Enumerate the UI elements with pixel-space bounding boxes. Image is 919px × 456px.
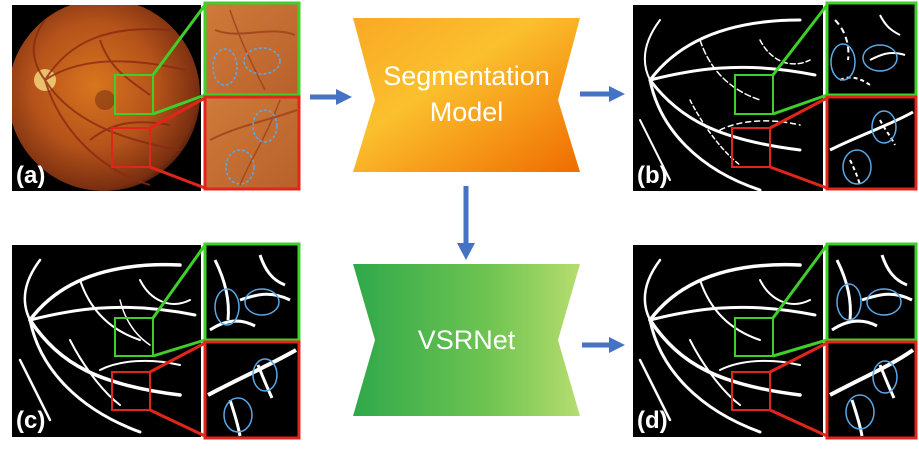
zoom-vessel-green-c (203, 242, 301, 342)
zoom-refined-red-d (825, 340, 918, 440)
vessel-map-c (12, 245, 201, 437)
panel-label-a: (a) (16, 162, 46, 189)
zoom-fundus-red (203, 95, 301, 191)
vsrnet-title: VSRNet (417, 325, 516, 355)
arrow-a-to-model (310, 89, 352, 105)
segmentation-model-block (353, 18, 580, 172)
segmentation-model-line1: Segmentation (383, 61, 550, 91)
roi-red-b (731, 127, 771, 168)
panel-label-c: (c) (16, 407, 46, 434)
zoom-seg-green-b (825, 1, 918, 97)
vsrnet-block (353, 264, 580, 416)
segmentation-output-b (633, 5, 823, 191)
panel-label-b: (b) (637, 162, 668, 189)
zoom-vessel-red-c (203, 340, 301, 440)
panel-label-d: (d) (637, 407, 668, 434)
roi-green-a (114, 74, 154, 115)
zoom-fundus-green (203, 1, 301, 97)
roi-red-c (111, 371, 151, 411)
fundus-image (12, 5, 201, 191)
roi-green-d (734, 317, 774, 357)
arrow-model-to-vsrnet (457, 186, 475, 260)
arrow-vsrnet-to-d (582, 337, 625, 353)
roi-green-b (734, 74, 774, 115)
zoom-refined-green-d (825, 242, 918, 342)
arrow-model-to-b (580, 86, 625, 102)
vsrnet-output-d (633, 245, 823, 437)
roi-green-c (114, 317, 154, 357)
segmentation-model-line2: Model (429, 97, 504, 127)
roi-red-a (111, 127, 151, 168)
roi-red-d (731, 371, 771, 411)
segmentation-model-title: Segmentation Model (353, 58, 580, 130)
zoom-seg-red-b (825, 95, 918, 191)
